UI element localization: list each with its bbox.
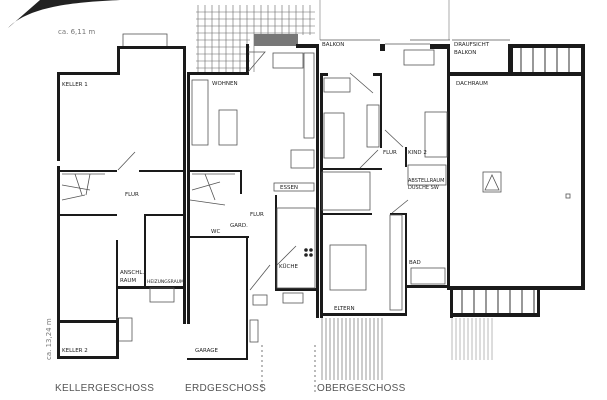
obergeschoss-plan: BALKON FLUR KIND 2 ABSTELLRAUM DUSCHE SW… (319, 0, 450, 380)
dachgeschoss-plan: DRAUFSICHT BALKON DACHRAUM (450, 39, 585, 360)
room-label: ANSCHL.- (120, 270, 146, 276)
room-label: BAD (409, 260, 421, 266)
room-label: FLUR (250, 212, 264, 218)
room-label: BALKON (322, 42, 344, 48)
room-label: ELTERN (334, 306, 355, 312)
erdgeschoss-plan: WOHNEN ESSEN FLUR GARD. WC KÜCHE GARAGE (187, 5, 319, 395)
room-label: KELLER 1 (62, 82, 88, 88)
room-label: ABSTELLRAUM (408, 178, 444, 184)
floor-title-kellergeschoss: KELLERGESCHOSS (55, 383, 154, 394)
roof-beams (461, 48, 570, 313)
width-dimension: ca. 6,11 m (58, 28, 95, 36)
scan-artifact (8, 0, 120, 28)
room-label: HEIZUNGSRAUM (147, 279, 184, 285)
room-label: DUSCHE SW (408, 185, 439, 191)
room-label: KÜCHE (279, 263, 298, 270)
stair (61, 173, 105, 201)
floor-title-obergeschoss: OBERGESCHOSS (317, 383, 406, 394)
room-label: ESSEN (280, 185, 298, 191)
room-label: WOHNEN (212, 81, 238, 87)
room-label: BALKON (454, 50, 476, 56)
room-label: FLUR (125, 192, 139, 198)
room-label: DACHRAUM (456, 81, 488, 87)
floor-title-erdgeschoss: ERDGESCHOSS (185, 383, 266, 394)
room-label: GARD. (230, 223, 248, 229)
balcony-hatch (321, 318, 383, 380)
room-label: GARAGE (195, 348, 219, 354)
hatch-symbol (482, 171, 502, 193)
room-label: RAUM (120, 278, 136, 284)
kellergeschoss-plan: KELLER 1 FLUR KELLER 2 ANSCHL.- RAUM HEI… (57, 33, 186, 359)
room-label: WC (211, 229, 220, 235)
room-label: DRAUFSICHT (454, 42, 490, 48)
room-label: FLUR (383, 150, 397, 156)
room-label: KIND 2 (408, 150, 427, 156)
room-label: KELLER 2 (62, 348, 88, 354)
depth-dimension: ca. 13,24 m (45, 318, 53, 360)
